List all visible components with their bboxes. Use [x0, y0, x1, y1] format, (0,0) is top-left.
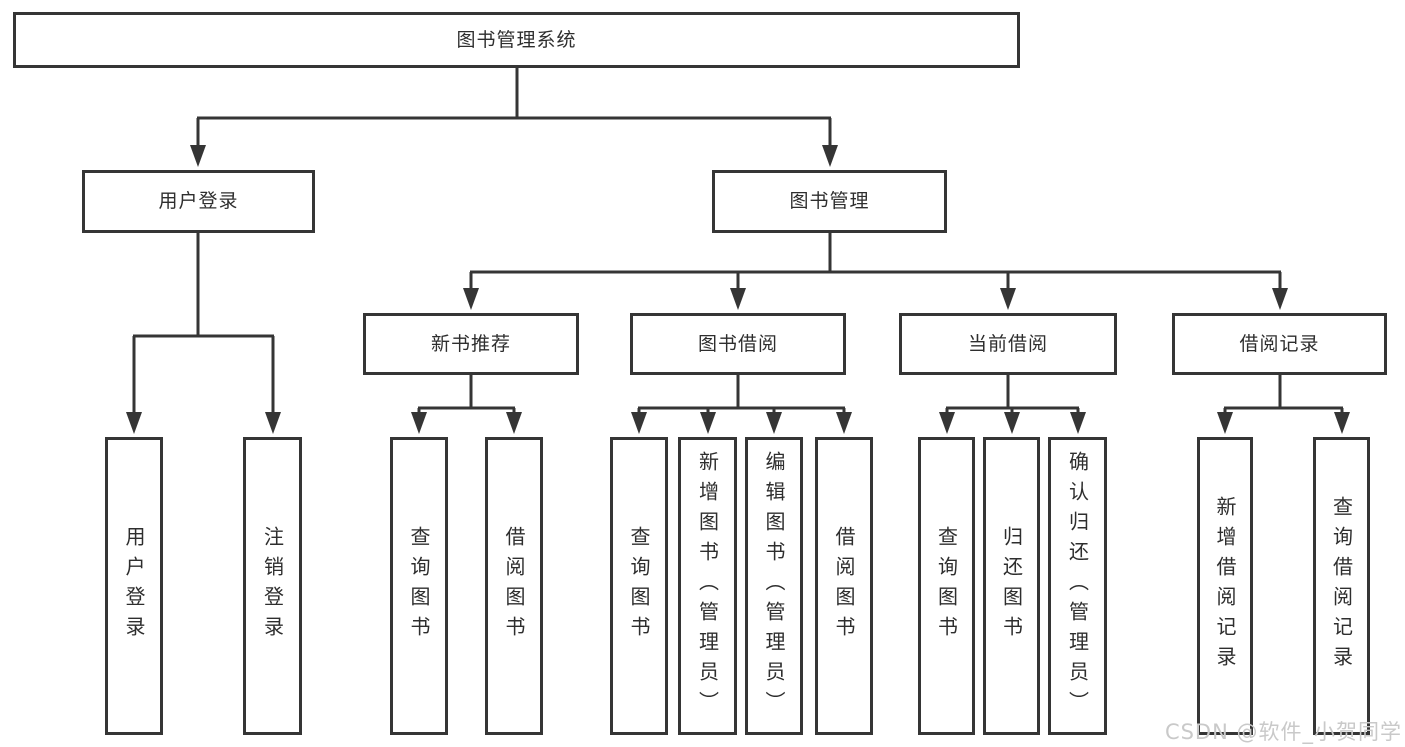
- leaf-logout: 注销登录: [243, 437, 302, 735]
- arrowhead-icon: [1070, 412, 1086, 434]
- arrowhead-icon: [1000, 288, 1016, 310]
- arrowhead-icon: [190, 145, 206, 167]
- node-book-borrowing: 图书借阅: [630, 313, 846, 375]
- node-book-management: 图书管理: [712, 170, 947, 233]
- arrowhead-icon: [411, 412, 427, 434]
- arrowhead-icon: [700, 412, 716, 434]
- arrowhead-icon: [730, 288, 746, 310]
- leaf-query-books-borrowing: 查询图书: [610, 437, 668, 735]
- leaf-borrow-books-borrowing: 借阅图书: [815, 437, 873, 735]
- node-user-login: 用户登录: [82, 170, 315, 233]
- arrowhead-icon: [463, 288, 479, 310]
- node-current-borrowing: 当前借阅: [899, 313, 1117, 375]
- node-library-management-system: 图书管理系统: [13, 12, 1020, 68]
- csdn-watermark: CSDN @软件_小贺同学: [1164, 720, 1402, 744]
- leaf-confirm-return-admin: 确认归还（管理员）: [1048, 437, 1107, 735]
- arrowhead-icon: [631, 412, 647, 434]
- arrowhead-icon: [1334, 412, 1350, 434]
- node-new-book-recommendation: 新书推荐: [363, 313, 579, 375]
- arrowhead-icon: [836, 412, 852, 434]
- arrowhead-icon: [1217, 412, 1233, 434]
- leaf-borrow-books-recommend: 借阅图书: [485, 437, 543, 735]
- leaf-query-books-recommend: 查询图书: [390, 437, 448, 735]
- node-borrowing-records: 借阅记录: [1172, 313, 1387, 375]
- leaf-return-book: 归还图书: [983, 437, 1040, 735]
- leaf-user-login: 用户登录: [105, 437, 163, 735]
- arrowhead-icon: [766, 412, 782, 434]
- arrowhead-icon: [822, 145, 838, 167]
- arrowhead-icon: [939, 412, 955, 434]
- leaf-add-borrow-record: 新增借阅记录: [1197, 437, 1253, 735]
- arrowhead-icon: [265, 412, 281, 434]
- leaf-query-books-current: 查询图书: [918, 437, 975, 735]
- leaf-query-borrow-record: 查询借阅记录: [1313, 437, 1370, 735]
- leaf-edit-book-admin: 编辑图书（管理员）: [745, 437, 803, 735]
- arrowhead-icon: [1004, 412, 1020, 434]
- arrowhead-icon: [1272, 288, 1288, 310]
- arrowhead-icon: [126, 412, 142, 434]
- arrowhead-icon: [506, 412, 522, 434]
- leaf-add-book-admin: 新增图书（管理员）: [678, 437, 737, 735]
